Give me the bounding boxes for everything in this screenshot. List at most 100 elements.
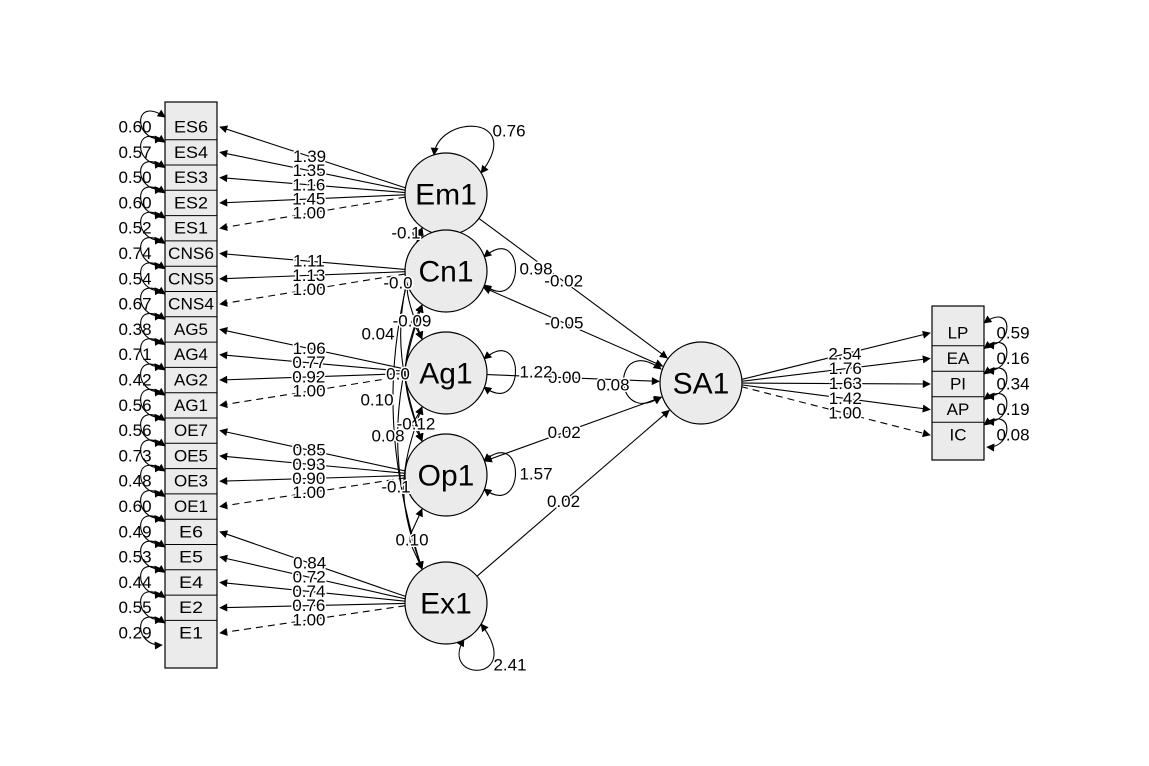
indicator-cns5: CNS5 bbox=[168, 269, 214, 288]
indicator-pi: PI bbox=[950, 375, 966, 394]
left-indicator-block bbox=[164, 101, 218, 669]
loading-arrow bbox=[741, 384, 931, 413]
residual-es4: 0.57 bbox=[118, 143, 151, 162]
residual-e4: 0.44 bbox=[118, 573, 151, 592]
loading-arrow bbox=[741, 355, 931, 382]
residual-arc bbox=[983, 315, 1008, 350]
latent-op1 bbox=[404, 433, 488, 517]
residual-arc bbox=[140, 236, 166, 270]
loading-label: 1.35 bbox=[293, 161, 326, 180]
variance-em1: 0.76 bbox=[492, 122, 525, 141]
loading-arrow bbox=[219, 273, 406, 307]
loading-label: 0.72 bbox=[293, 568, 326, 587]
covariance-label: -0.0 bbox=[383, 274, 412, 293]
indicator-oe1: OE1 bbox=[174, 497, 208, 516]
loading-arrow bbox=[219, 579, 406, 602]
residual-arc bbox=[140, 337, 166, 372]
covariance-label: -0.1 bbox=[391, 224, 420, 243]
loading-arrow bbox=[219, 554, 406, 600]
loading-arrow bbox=[219, 174, 406, 194]
residual-arc bbox=[983, 366, 1008, 401]
regression-arrow bbox=[482, 286, 664, 367]
residual-arc bbox=[140, 109, 166, 144]
variance-ag1: 1.22 bbox=[519, 363, 552, 382]
loading-label: 1.00 bbox=[292, 610, 325, 629]
residual-arc bbox=[140, 615, 166, 650]
indicator-ap: AP bbox=[947, 400, 970, 419]
loading-label: 1.06 bbox=[293, 339, 326, 358]
loading-label: 1.42 bbox=[829, 389, 862, 408]
indicator-cns6: CNS6 bbox=[168, 244, 214, 263]
loading-label: 0.77 bbox=[292, 353, 325, 372]
residual-e5: 0.53 bbox=[118, 548, 151, 567]
loading-arrow bbox=[219, 271, 406, 283]
variance-sa1: 0.08 bbox=[596, 376, 629, 395]
indicator-es4: ES4 bbox=[174, 143, 208, 162]
variance-cn1: 0.98 bbox=[519, 260, 552, 279]
residual-arc bbox=[140, 286, 166, 321]
loading-label: 1.00 bbox=[828, 404, 861, 423]
loading-arrow bbox=[219, 477, 406, 510]
residual-arc bbox=[140, 134, 166, 169]
regression-arrow bbox=[476, 409, 670, 577]
residual-es6: 0.60 bbox=[118, 118, 151, 137]
indicator-e5: E5 bbox=[179, 548, 203, 567]
residual-arc bbox=[140, 489, 166, 523]
loading-label: 1.39 bbox=[293, 147, 326, 166]
indicator-oe7: OE7 bbox=[174, 421, 208, 440]
indicator-es2: ES2 bbox=[174, 193, 208, 212]
loading-arrow bbox=[219, 475, 406, 485]
residual-es3: 0.50 bbox=[118, 168, 151, 187]
covariance-label: -0.1 bbox=[381, 478, 410, 497]
covariance-arc bbox=[409, 508, 423, 570]
residual-cns6: 0.74 bbox=[118, 244, 151, 263]
loading-label: 1.13 bbox=[292, 266, 325, 285]
loading-label: 1.76 bbox=[829, 359, 862, 378]
loading-arrow bbox=[219, 326, 406, 370]
loading-label: 0.85 bbox=[293, 441, 326, 460]
loading-label: 1.00 bbox=[292, 204, 325, 223]
latent-ex1 bbox=[404, 561, 488, 645]
loading-label: 1.00 bbox=[292, 280, 325, 299]
residual-ic: 0.08 bbox=[996, 426, 1029, 445]
loading-arrow bbox=[219, 149, 406, 191]
indicator-e6: E6 bbox=[179, 522, 203, 541]
residual-arc bbox=[140, 463, 166, 498]
covariance-label: 0.04 bbox=[361, 325, 394, 344]
regression-label: -0.02 bbox=[544, 272, 583, 291]
loading-arrow bbox=[219, 530, 408, 598]
residual-ag1: 0.56 bbox=[118, 396, 151, 415]
indicator-oe5: OE5 bbox=[174, 446, 208, 465]
regression-arrow bbox=[483, 395, 663, 463]
residual-arc bbox=[983, 417, 1008, 452]
residual-oe3: 0.48 bbox=[118, 472, 151, 491]
indicator-ic: IC bbox=[950, 426, 967, 445]
residual-ea: 0.16 bbox=[996, 349, 1029, 368]
loading-arrow bbox=[219, 375, 406, 409]
residual-arc bbox=[140, 413, 166, 448]
indicator-ag1: AG1 bbox=[174, 396, 208, 415]
covariance-label: 0.0 bbox=[386, 365, 410, 384]
residual-lp: 0.59 bbox=[996, 324, 1029, 343]
residual-pi: 0.34 bbox=[996, 375, 1029, 394]
loading-label: 0.92 bbox=[292, 367, 325, 386]
residual-es1: 0.52 bbox=[118, 219, 151, 238]
residual-ap: 0.19 bbox=[996, 400, 1029, 419]
indicator-es3: ES3 bbox=[174, 168, 208, 187]
loading-label: 1.63 bbox=[829, 374, 862, 393]
loading-arrow bbox=[741, 379, 931, 388]
indicator-es6: ES6 bbox=[174, 118, 208, 137]
residual-arc bbox=[140, 387, 166, 422]
regression-label: 0.00 bbox=[548, 368, 581, 387]
regression-label: -0.05 bbox=[545, 313, 584, 332]
loading-arrow bbox=[219, 125, 407, 189]
residual-ag4: 0.71 bbox=[118, 345, 151, 364]
loading-label: 0.74 bbox=[292, 582, 325, 601]
loading-arrow bbox=[219, 351, 406, 372]
residual-ag2: 0.42 bbox=[118, 371, 151, 390]
residual-oe5: 0.73 bbox=[118, 446, 151, 465]
latent-sa1 bbox=[659, 341, 743, 425]
residual-cns4: 0.67 bbox=[118, 295, 151, 314]
residual-arc bbox=[140, 438, 166, 473]
loading-arrow bbox=[219, 373, 406, 384]
